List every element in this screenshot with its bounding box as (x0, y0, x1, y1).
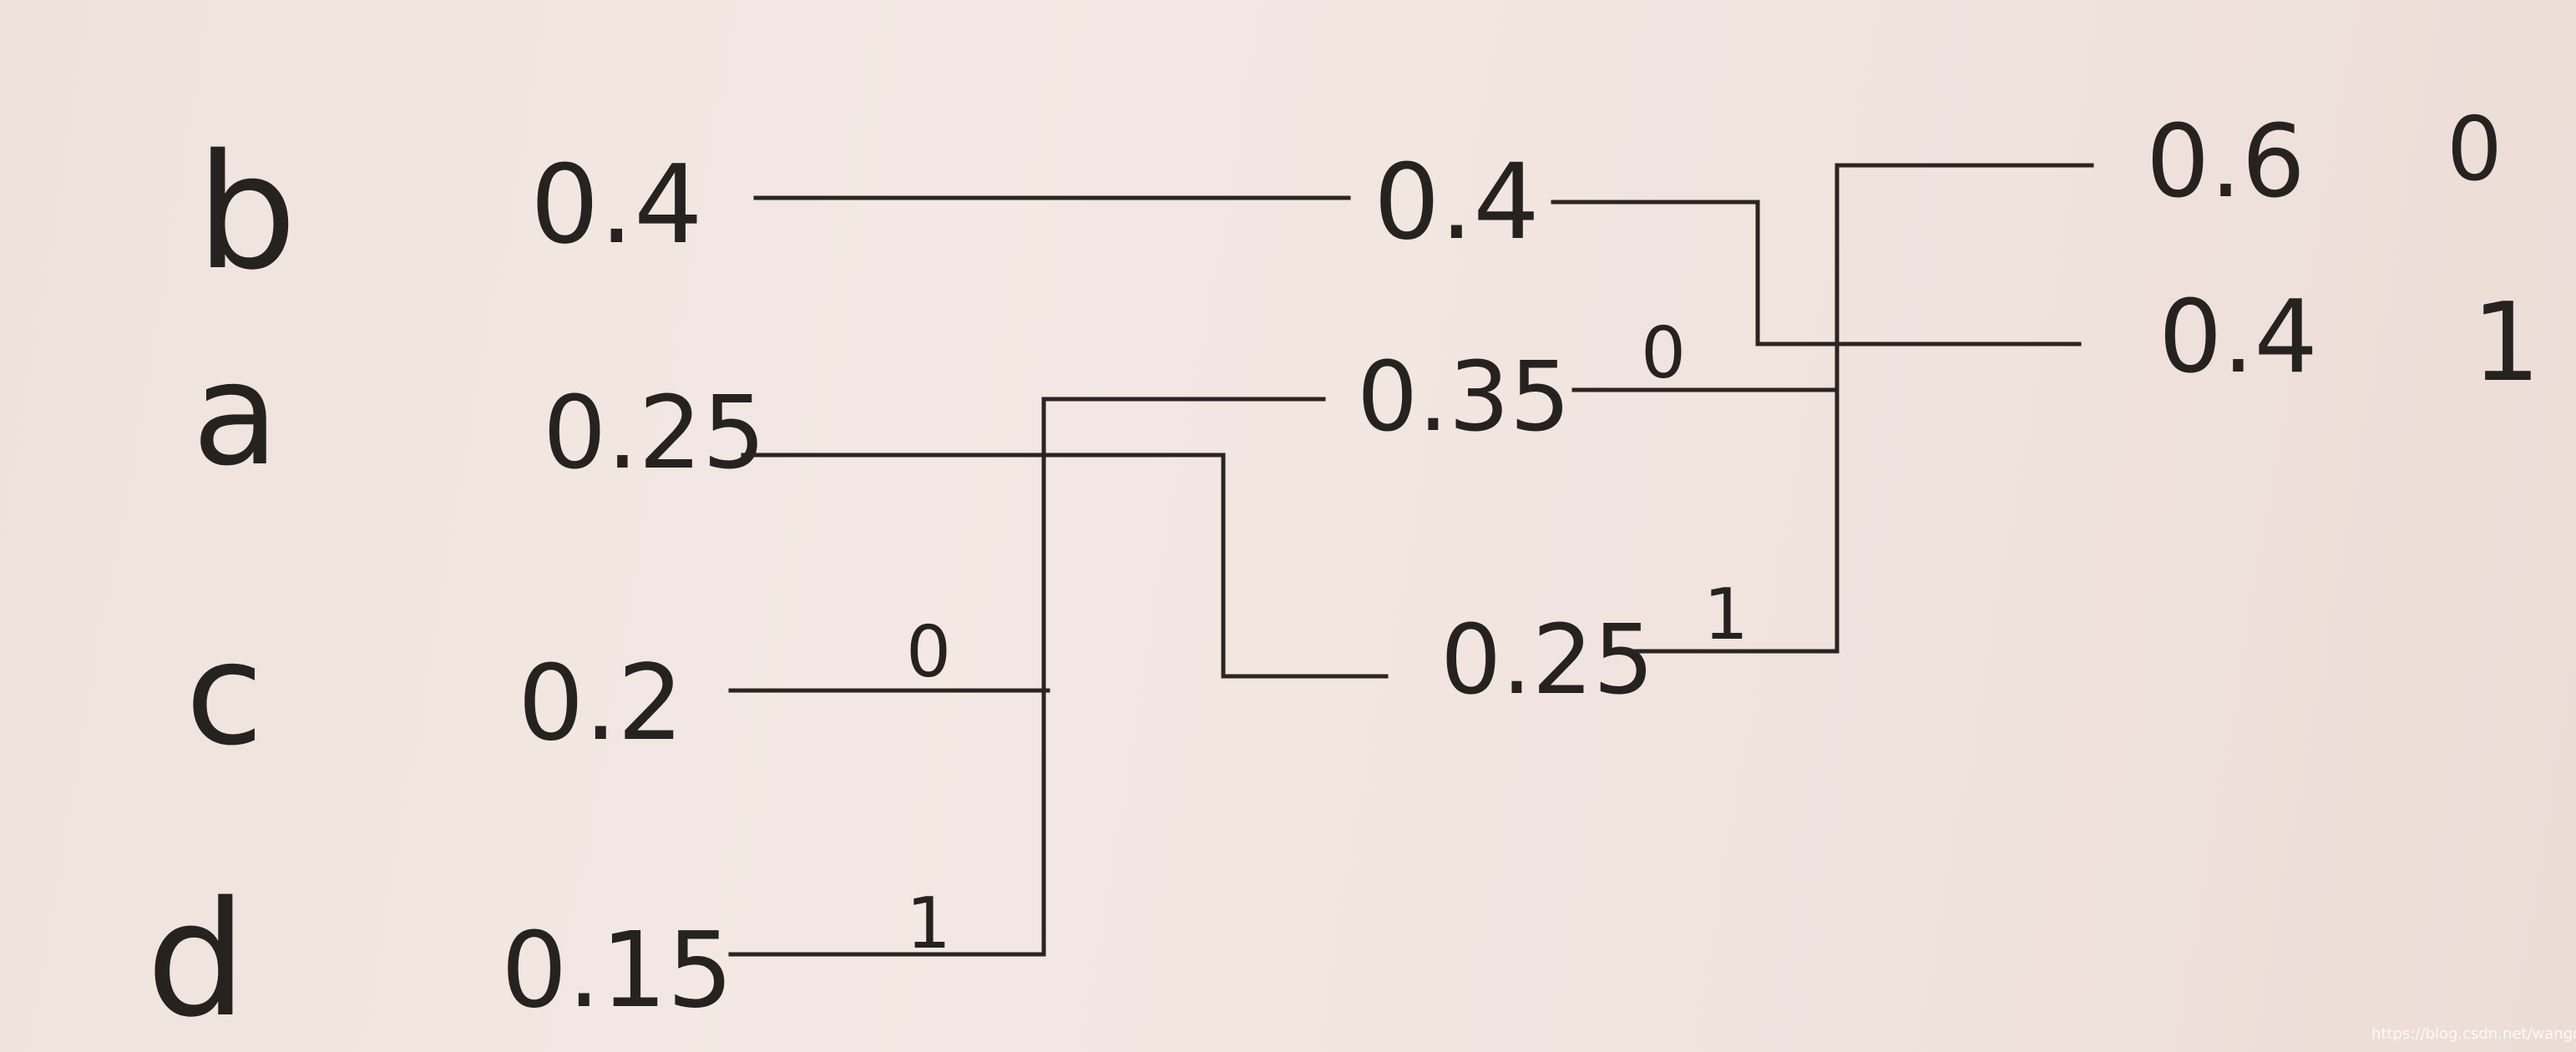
stage2-node-1: 0.35 (1357, 341, 1571, 453)
stage2-node-2: 0.25 (1440, 604, 1654, 716)
bit-0.25-one: 1 (1703, 574, 1749, 656)
symbol-a-letter: a (192, 332, 279, 498)
stage3-node-1: 0.4 (2158, 280, 2318, 396)
symbol-b-letter: b (196, 120, 297, 305)
prob-a: 0.25 (543, 376, 766, 492)
prob-d: 0.15 (501, 910, 733, 1031)
code-0: 0 (2447, 99, 2503, 200)
wire-a-to-stage2 (741, 453, 1389, 679)
symbol-d-letter: d (146, 867, 247, 1052)
stage3-node-0: 0.6 (2146, 104, 2305, 220)
bit-0.35-zero: 0 (1641, 312, 1686, 395)
bit-c-zero: 0 (906, 611, 951, 694)
code-1: 1 (2472, 279, 2541, 406)
symbol-c-letter: c (185, 612, 263, 777)
watermark-text: https://blog.csdn.net/wangd1999 (2371, 1025, 2576, 1043)
prob-b: 0.4 (530, 141, 703, 268)
wire-0.25-branch-merge (1622, 163, 2094, 654)
bit-d-one: 1 (906, 883, 951, 965)
wire-0.4-to-stage3 (1551, 200, 2082, 346)
prob-c: 0.2 (518, 643, 684, 764)
stage2-node-0: 0.4 (1374, 142, 1540, 263)
wire-d-branch-merge (728, 397, 1326, 957)
